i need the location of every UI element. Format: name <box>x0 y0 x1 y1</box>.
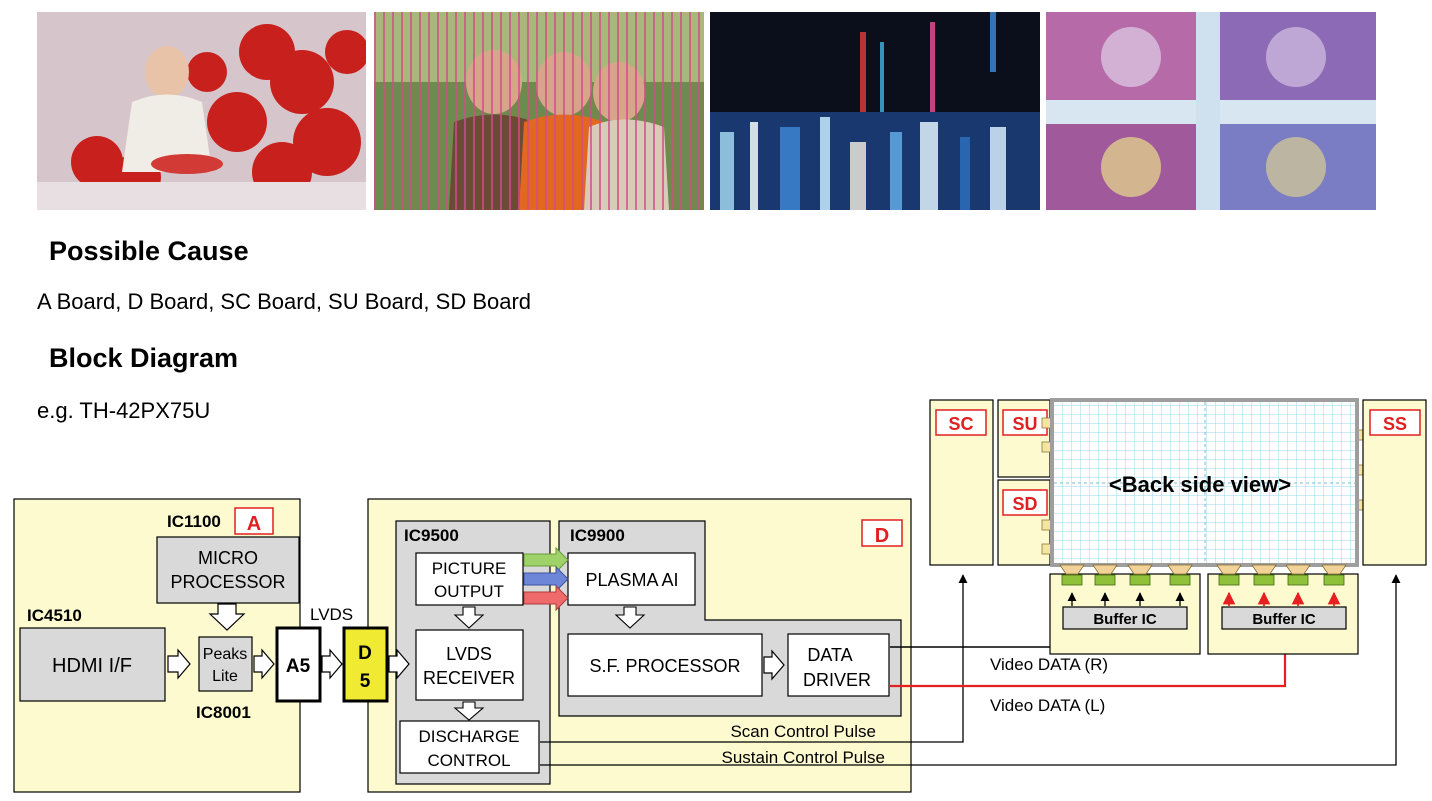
d-board-tag: D <box>875 525 889 547</box>
scan-control-pulse-label: Scan Control Pulse <box>730 722 876 741</box>
green-signal-arrow <box>523 546 569 574</box>
lvds-label: LVDS <box>310 605 353 624</box>
symptom-photo-1 <box>37 12 366 210</box>
sc-tag: SC <box>948 414 973 434</box>
receiver-to-output-arrow <box>453 606 485 629</box>
diagram-model-text: e.g. TH-42PX75U <box>37 398 211 423</box>
possible-cause-text: A Board, D Board, SC Board, SU Board, SD… <box>37 289 532 314</box>
back-side-view-label: <Back side view> <box>1109 472 1291 497</box>
a5-label: A5 <box>286 656 311 677</box>
picture-output-line2: OUTPUT <box>434 582 504 601</box>
possible-cause-heading: Possible Cause <box>49 236 249 266</box>
data-driver-line2: DRIVER <box>803 670 871 690</box>
discharge-control-line2: CONTROL <box>427 751 510 770</box>
peaks-to-a5-arrow <box>253 648 275 680</box>
d-board: D D 5 IC9500 PICTURE OUTPUT LVDS RECEIVE… <box>342 498 912 793</box>
hdmi-if-label: HDMI I/F <box>52 655 132 677</box>
ss-tag: SS <box>1383 414 1407 434</box>
micro-processor-block <box>156 536 300 604</box>
back-side-view: SC SU SD <Back side view> SS Buffer <box>929 398 1427 655</box>
peaks-lite-line1: Peaks <box>203 646 247 663</box>
hdmi-to-peaks-arrow <box>167 648 191 680</box>
micro-processor-line2: PROCESSOR <box>170 572 285 592</box>
picture-output-line1: PICTURE <box>432 559 507 578</box>
discharge-control-line1: DISCHARGE <box>418 727 519 746</box>
sd-tag: SD <box>1012 494 1037 514</box>
buffer-ic-right-label: Buffer IC <box>1252 611 1316 628</box>
d5-line2: 5 <box>360 671 371 692</box>
symptom-photo-4 <box>1046 12 1376 210</box>
sustain-control-pulse-label: Sustain Control Pulse <box>722 748 885 767</box>
su-tag: SU <box>1012 414 1037 434</box>
ic9500-label: IC9500 <box>404 526 459 545</box>
d5-connector <box>342 626 389 703</box>
peaks-lite-line2: Lite <box>212 668 238 685</box>
video-data-l-label: Video DATA (L) <box>990 696 1105 715</box>
sf-processor-block <box>567 633 763 697</box>
data-driver-block <box>787 633 890 697</box>
plasma-ai-label: PLASMA AI <box>585 570 678 590</box>
d5-line1: D <box>358 643 372 664</box>
lvds-receiver-line1: LVDS <box>446 644 492 664</box>
plasma-to-sf-arrow <box>614 606 646 629</box>
ic4510-label: IC4510 <box>27 606 82 625</box>
ic9900-label: IC9900 <box>570 526 625 545</box>
a5-to-d5-arrow <box>321 648 343 680</box>
buffer-ic-left-label: Buffer IC <box>1093 611 1157 628</box>
picture-output-block <box>415 552 524 606</box>
block-diagram-heading: Block Diagram <box>49 343 239 373</box>
peaks-lite-block <box>198 636 253 692</box>
a-board: A IC1100 MICRO PROCESSOR IC4510 HDMI I/F… <box>13 498 301 793</box>
ic8001-label: IC8001 <box>196 703 251 722</box>
hdmi-if-block <box>19 627 166 702</box>
sf-processor-label: S.F. PROCESSOR <box>589 656 740 676</box>
blue-signal-arrow <box>523 565 569 593</box>
flex-connectors <box>1059 564 1347 606</box>
red-signal-arrow <box>523 584 569 612</box>
a5-connector <box>275 626 322 703</box>
micro-processor-line1: MICRO <box>198 548 258 568</box>
plasma-ai-block <box>567 552 696 606</box>
micro-to-peaks-arrow <box>208 603 246 631</box>
symptom-photo-3 <box>710 12 1040 210</box>
video-data-r-label: Video DATA (R) <box>990 655 1108 674</box>
receiver-to-discharge-arrow <box>453 701 485 721</box>
sf-to-driver-arrow <box>763 649 785 681</box>
buffer-ic-right <box>1221 606 1347 630</box>
lvds-receiver-line2: RECEIVER <box>423 668 515 688</box>
buffer-ic-left <box>1062 606 1188 630</box>
discharge-control-block <box>399 720 540 774</box>
symptom-photo-2 <box>374 12 704 210</box>
data-driver-line1: DATA <box>807 645 852 665</box>
scan-control-line <box>540 574 968 743</box>
a-board-tag: A <box>247 513 261 535</box>
ic1100-label: IC1100 <box>167 512 221 531</box>
lvds-receiver-block <box>415 629 524 701</box>
d5-to-receiver-arrow <box>388 648 410 680</box>
sustain-control-line <box>540 574 1401 766</box>
